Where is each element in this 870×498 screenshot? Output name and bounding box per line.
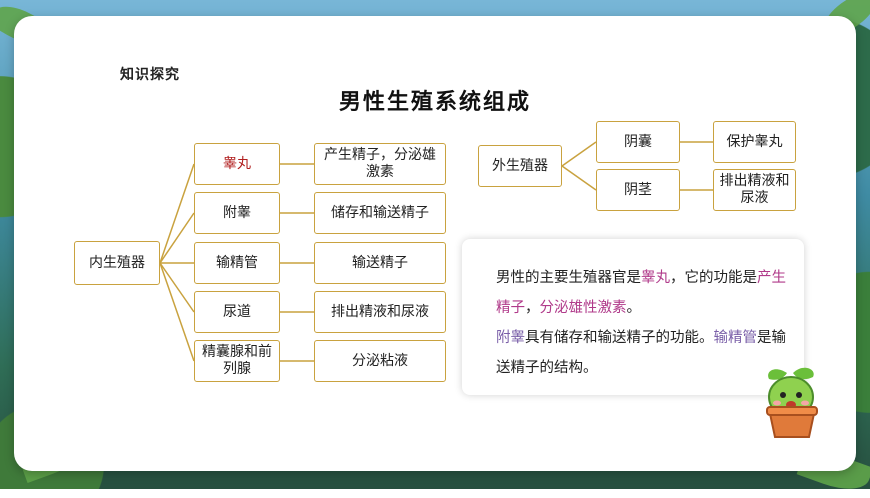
- organ-box-testis: 睾丸: [194, 143, 280, 185]
- organ-box-glands: 精囊腺和前列腺: [194, 340, 280, 382]
- note-highlight: 睾丸: [641, 270, 670, 286]
- page-title: 男性生殖系统组成: [338, 89, 531, 115]
- organ-box-vas-deferens: 输精管: [194, 242, 280, 284]
- note-highlight: 附睾: [496, 330, 525, 346]
- function-box-scrotum: 保护睾丸: [713, 121, 796, 163]
- sprout-mascot-icon: [766, 367, 818, 438]
- organ-box-penis: 阴茎: [596, 169, 680, 211]
- note-highlight: 产生精子: [496, 270, 786, 316]
- note-highlight: 输精管: [713, 330, 758, 346]
- note-text: 具有储存和输送精子的功能。: [525, 330, 714, 346]
- external-root-box: 外生殖器: [478, 145, 562, 187]
- organ-box-scrotum: 阴囊: [596, 121, 680, 163]
- section-label: 知识探究: [120, 67, 180, 83]
- note-text: 男性的主要生殖器官是: [496, 270, 641, 286]
- note-text: ，它的功能是: [670, 270, 757, 286]
- summary-note: 男性的主要生殖器官是睾丸，它的功能是产生精子，分泌雄性激素。 附睾具有储存和输送…: [462, 239, 804, 395]
- function-box-urethra: 排出精液和尿液: [314, 291, 446, 333]
- function-box-epididymis: 储存和输送精子: [314, 192, 446, 234]
- organ-box-epididymis: 附睾: [194, 192, 280, 234]
- note-text: 是输送精子的结构。: [496, 330, 786, 376]
- internal-root-box: 内生殖器: [74, 241, 160, 285]
- function-box-penis: 排出精液和尿液: [713, 169, 796, 211]
- function-box-vas-deferens: 输送精子: [314, 242, 446, 284]
- function-box-testis: 产生精子，分泌雄激素: [314, 143, 446, 185]
- note-text: ，: [525, 300, 540, 316]
- organ-box-urethra: 尿道: [194, 291, 280, 333]
- function-box-glands: 分泌粘液: [314, 340, 446, 382]
- note-highlight: 分泌雄性激素: [539, 300, 627, 316]
- note-text: 。: [626, 300, 642, 316]
